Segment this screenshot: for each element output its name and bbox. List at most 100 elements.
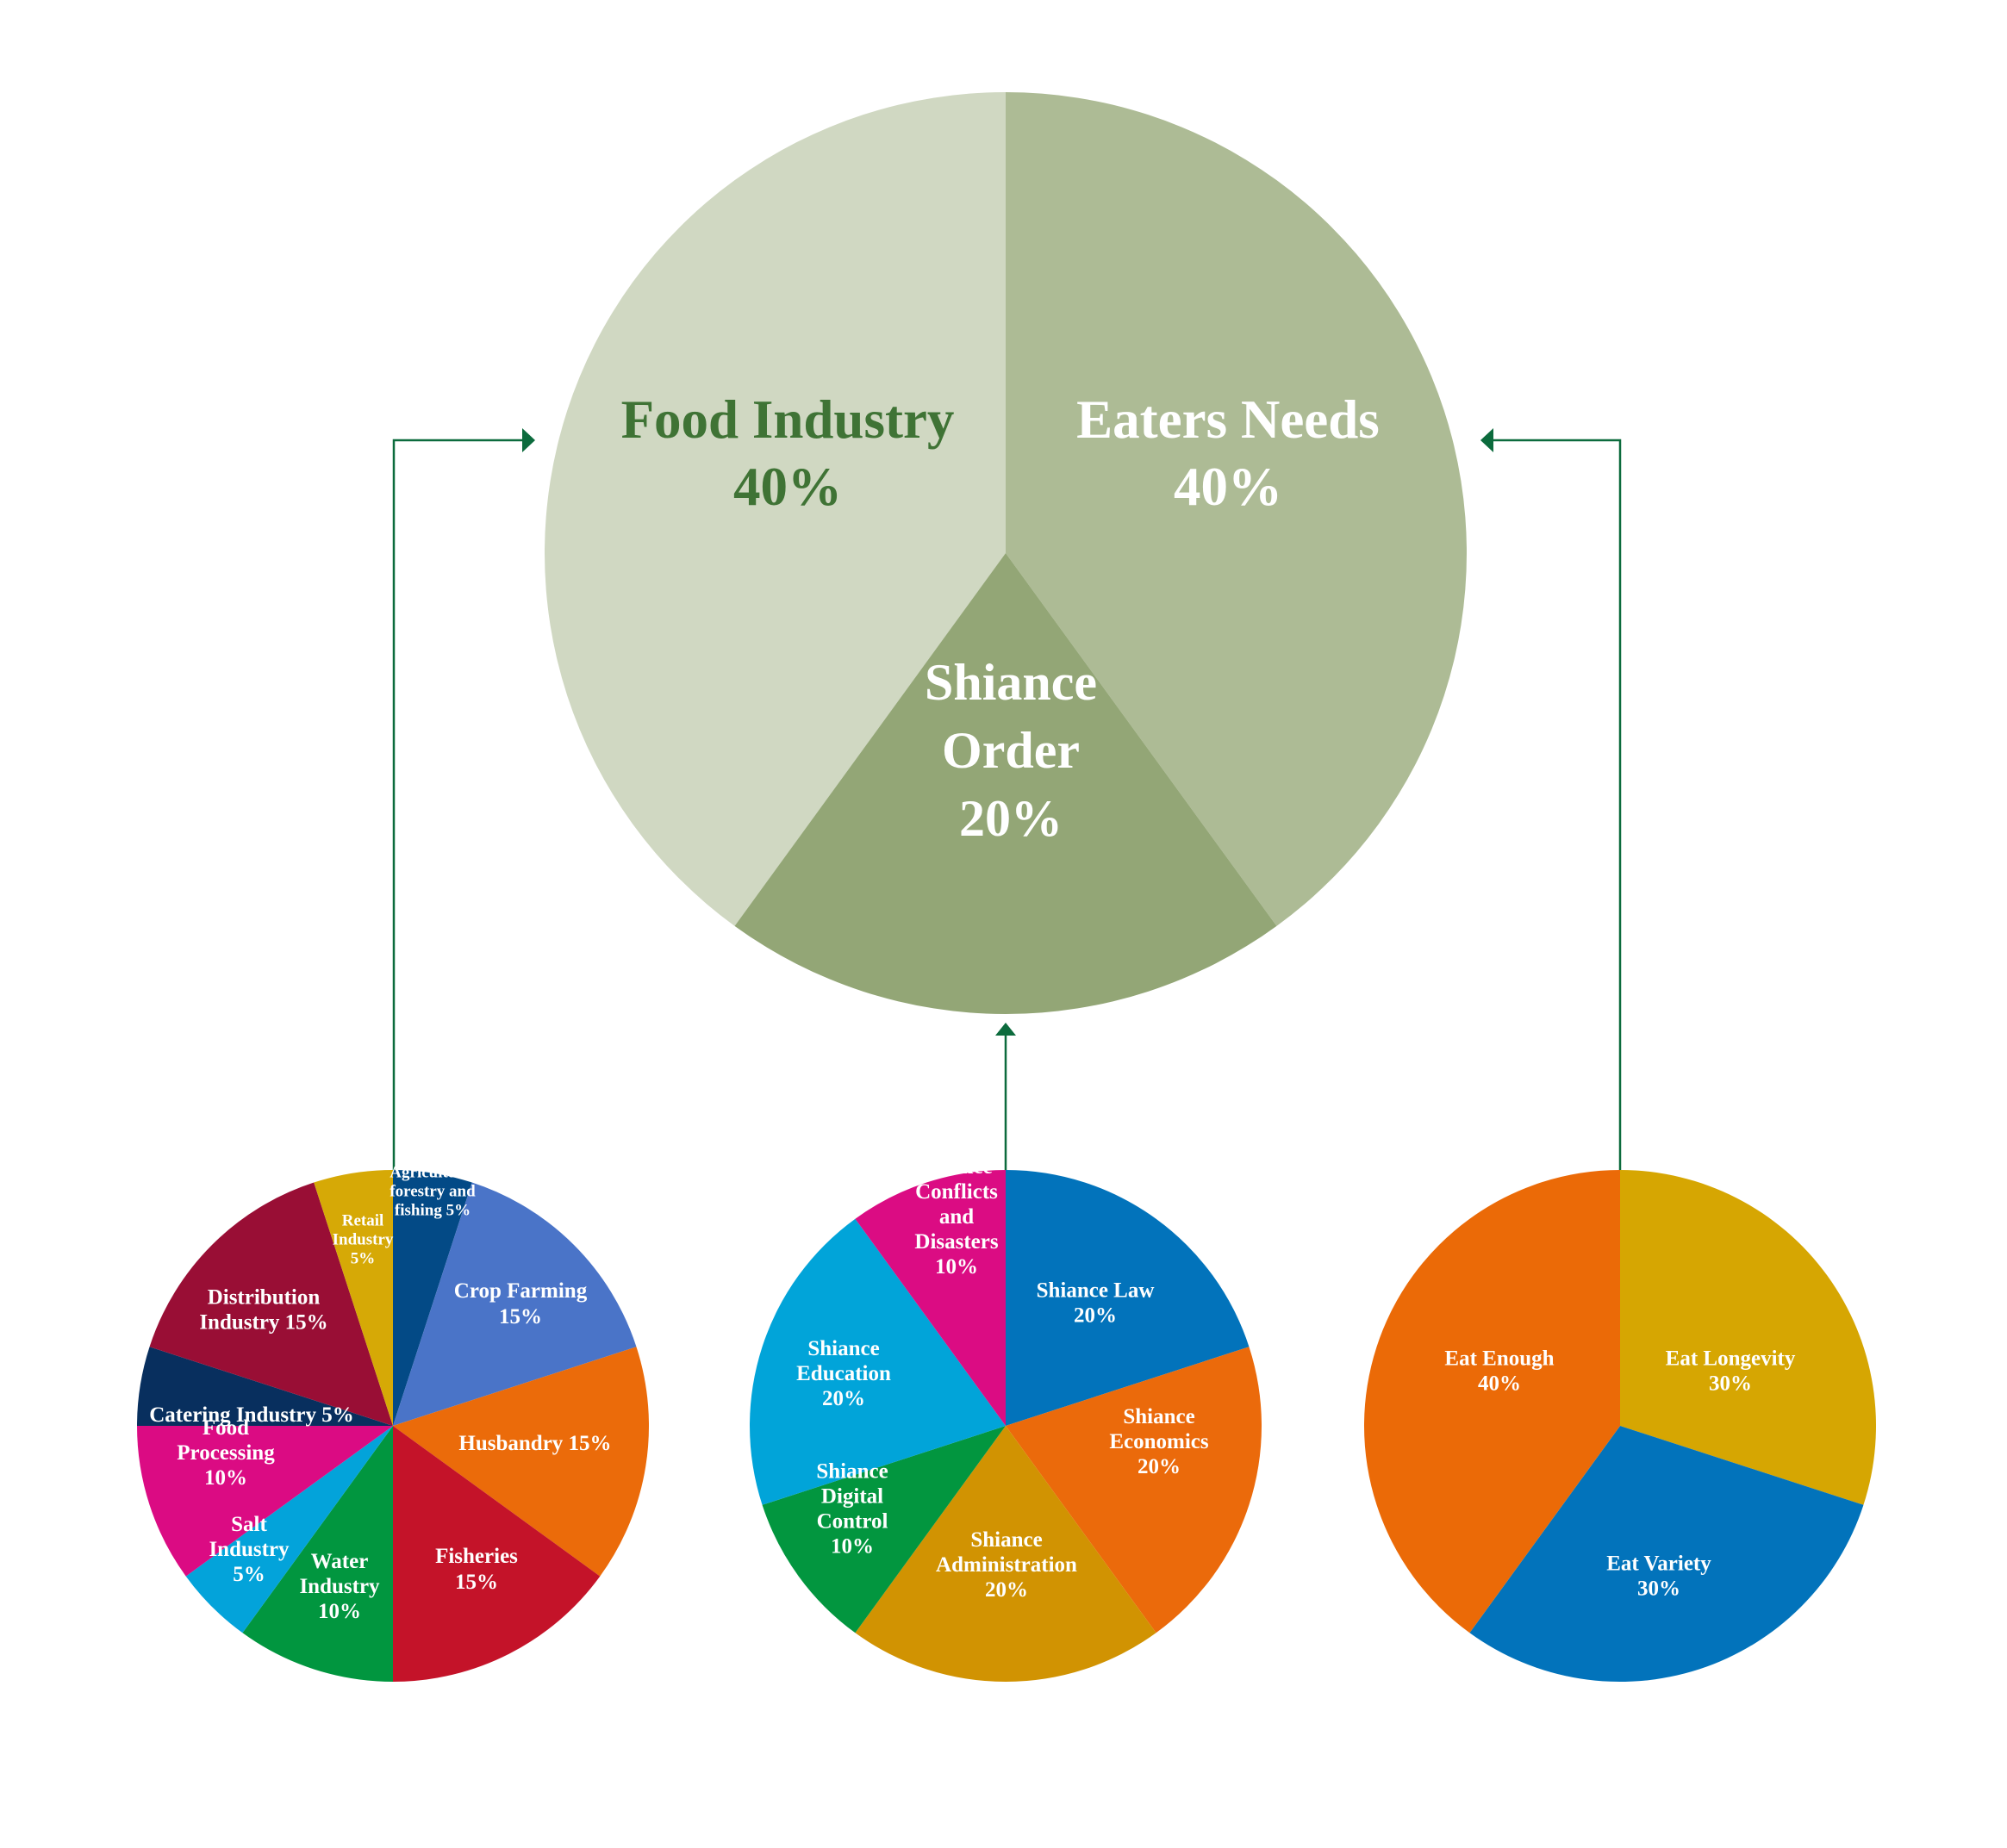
label-line: 40% xyxy=(1478,1372,1521,1395)
slice-crop-farming-15 xyxy=(393,1182,637,1426)
slice-shiance-digital-control-10 xyxy=(762,1426,1006,1633)
label-line: Economics xyxy=(1109,1430,1209,1453)
label-line: Administration xyxy=(936,1553,1077,1577)
label-line: Shiance Law xyxy=(1037,1279,1155,1302)
slice-label-catering-industry-5: Catering Industry 5% xyxy=(149,1403,354,1427)
label-line: Distribution xyxy=(208,1285,321,1309)
slice-distribution-industry-15 xyxy=(149,1182,394,1426)
label-line: Eaters Needs xyxy=(1076,389,1380,450)
label-line: 30% xyxy=(1709,1372,1752,1395)
label-line: Disasters xyxy=(914,1230,998,1254)
label-line: Processing xyxy=(177,1441,275,1465)
label-line: Eat Longevity xyxy=(1666,1347,1796,1370)
label-line: 15% xyxy=(455,1571,498,1594)
slice-fisheries-15 xyxy=(393,1426,601,1682)
label-line: Control xyxy=(817,1509,888,1533)
label-line: fishing 5% xyxy=(395,1202,471,1220)
label-line: and xyxy=(939,1205,974,1229)
slice-shiance-law-20 xyxy=(1006,1170,1250,1426)
label-line: Education xyxy=(796,1362,891,1385)
slice-retail-industry-5 xyxy=(314,1170,393,1426)
label-line: 30% xyxy=(1637,1577,1680,1600)
arrow-head-icon xyxy=(1480,428,1493,452)
slice-shiance-economics-20 xyxy=(1006,1347,1262,1633)
label-line: Retail xyxy=(342,1212,384,1230)
right-connector-line xyxy=(1493,439,1622,1170)
label-line: Water xyxy=(311,1550,369,1573)
label-line: 10% xyxy=(204,1466,247,1490)
label-line: forestry and xyxy=(390,1183,476,1201)
label-line: Husbandry 15% xyxy=(458,1432,611,1455)
label-line: Fisheries xyxy=(435,1545,518,1568)
label-line: Agriculture, xyxy=(390,1164,476,1182)
label-line: Industry xyxy=(209,1538,290,1561)
left-connector-line xyxy=(392,439,522,1170)
label-line: 20% xyxy=(959,790,1063,847)
label-line: Shiance xyxy=(1123,1405,1194,1428)
label-line: 10% xyxy=(935,1255,978,1279)
label-line: Digital xyxy=(821,1484,883,1508)
label-line: Food Industry xyxy=(621,389,955,450)
arrow-head-icon xyxy=(995,1023,1016,1036)
slice-shiance-education-20 xyxy=(750,1218,1006,1505)
label-line: 10% xyxy=(831,1534,874,1558)
label-line: Shiance xyxy=(970,1528,1042,1552)
label-line: Catering Industry 5% xyxy=(149,1403,354,1427)
slice-shiance-order xyxy=(734,553,1277,1014)
slice-label-eaters-needs-40: Eaters Needs 40% xyxy=(1076,389,1380,517)
slice-salt-industry-5 xyxy=(185,1426,393,1633)
slice-agriculture-forestry-and-fishing-5 xyxy=(393,1170,472,1426)
slice-eat-variety-30 xyxy=(1469,1426,1864,1682)
slice-husbandry-15 xyxy=(393,1347,649,1577)
label-line: Shiance xyxy=(920,1155,992,1179)
slice-water-industry-10 xyxy=(242,1426,393,1682)
slice-catering-industry-5 xyxy=(137,1347,393,1426)
label-line: Eat Variety xyxy=(1606,1552,1711,1575)
slice-food-processing-10 xyxy=(137,1426,393,1577)
label-line: 20% xyxy=(822,1387,865,1410)
slice-label-husbandry-15: Husbandry 15% xyxy=(458,1432,611,1455)
slice-eat-enough-40 xyxy=(1363,1170,1620,1633)
slice-shiance-administration-20 xyxy=(855,1426,1156,1683)
arrow-head-icon xyxy=(522,428,535,452)
label-line: 5% xyxy=(233,1563,265,1586)
slice-label-food-industry-40: Food Industry 40% xyxy=(621,389,955,517)
label-line: 5% xyxy=(351,1250,376,1268)
label-line: Order xyxy=(942,722,1080,779)
label-line: Food xyxy=(203,1416,249,1440)
label-line: Crop Farming xyxy=(454,1279,588,1303)
label-line: Shiance xyxy=(925,654,1097,711)
label-line: Conflicts xyxy=(915,1180,998,1204)
label-line: 40% xyxy=(1174,457,1282,517)
label-line: Industry 15% xyxy=(199,1310,327,1334)
label-line: 15% xyxy=(499,1305,542,1328)
slice-label-fisheries-15: Fisheries 15% xyxy=(435,1545,518,1594)
label-line: 40% xyxy=(733,457,842,517)
slice-shiance-conflicts-and-disasters-10 xyxy=(855,1170,1006,1426)
label-line: 10% xyxy=(318,1600,361,1623)
label-line: Salt xyxy=(231,1513,267,1536)
label-line: Industry xyxy=(299,1575,380,1598)
